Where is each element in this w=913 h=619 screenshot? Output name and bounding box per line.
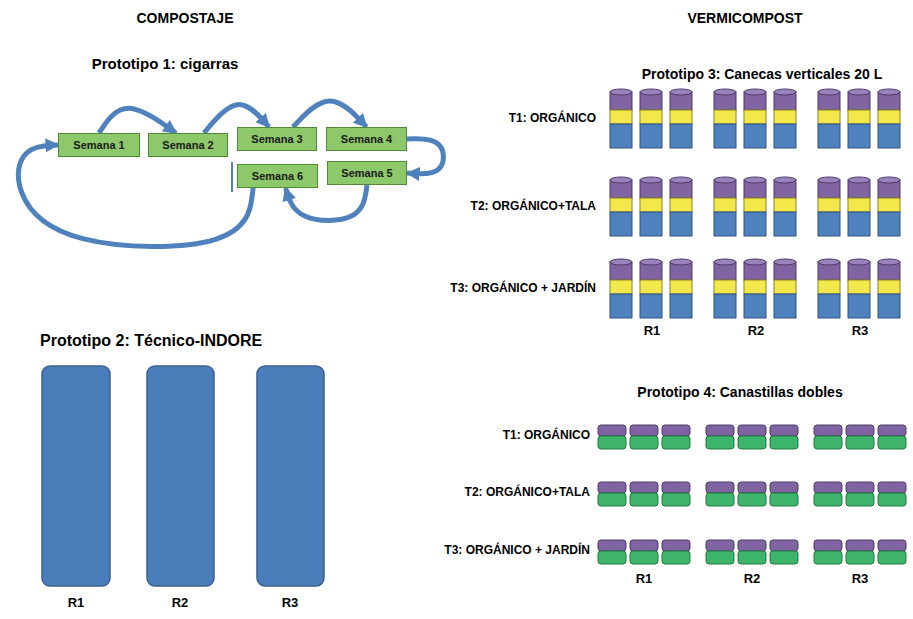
treatment-label: T3: ORGÁNICO + JARDÍN	[444, 544, 590, 558]
cycle-arrow	[293, 101, 367, 127]
double-basket	[598, 482, 626, 506]
double-basket	[846, 482, 874, 506]
vermi-bin	[848, 177, 870, 236]
replicate-label: R2	[172, 596, 189, 611]
week-box: Semana 3	[237, 127, 317, 151]
double-basket	[706, 425, 734, 449]
vermi-bin	[714, 89, 736, 148]
week-box: Semana 4	[326, 127, 407, 151]
week-box: Semana 1	[58, 133, 140, 157]
replicate-label: R2	[748, 324, 765, 339]
double-basket	[630, 482, 658, 506]
week-label: Semana 4	[341, 133, 392, 145]
compost-pile	[42, 366, 110, 586]
section-title: COMPOSTAJE	[137, 10, 234, 26]
compost-pile	[147, 366, 214, 586]
vermi-bin	[774, 89, 796, 148]
double-basket	[598, 540, 626, 564]
replicate-label: R3	[852, 324, 869, 339]
double-basket	[770, 425, 798, 449]
vermi-bin	[714, 177, 736, 236]
vermi-bin	[670, 259, 692, 318]
replicate-label: R3	[852, 572, 869, 587]
replicate-label: R2	[744, 572, 761, 587]
vermi-bin	[774, 259, 796, 318]
vermi-bin	[640, 259, 662, 318]
vermi-bin	[878, 89, 900, 148]
vermi-bin	[640, 177, 662, 236]
treatment-label: T2: ORGÁNICO+TALA	[465, 486, 590, 500]
vermi-bin	[848, 89, 870, 148]
cycle-arrow	[99, 108, 176, 133]
double-basket	[814, 425, 842, 449]
double-basket	[630, 540, 658, 564]
vermi-bin	[744, 89, 766, 148]
vermi-bin	[818, 259, 840, 318]
divider-line	[231, 162, 233, 192]
vermi-bin	[878, 177, 900, 236]
treatment-label: T1: ORGÁNICO	[503, 429, 590, 443]
vermi-bin	[640, 89, 662, 148]
prototype-title: Prototipo 1: cigarras	[92, 55, 239, 72]
week-box: Semana 2	[148, 133, 228, 157]
double-basket	[738, 540, 766, 564]
double-basket	[814, 482, 842, 506]
replicate-label: R1	[68, 596, 85, 611]
double-basket	[878, 482, 906, 506]
double-basket	[706, 482, 734, 506]
cycle-arrow	[18, 145, 253, 247]
cycle-arrow	[407, 139, 443, 174]
prototype-title: Prototipo 3: Canecas verticales 20 L	[642, 66, 882, 82]
week-box: Semana 6	[237, 164, 318, 188]
double-basket	[878, 540, 906, 564]
week-label: Semana 5	[341, 167, 392, 179]
week-label: Semana 3	[251, 133, 302, 145]
vermi-bin	[818, 177, 840, 236]
section-title: VERMICOMPOST	[687, 10, 802, 26]
vermi-bin	[744, 177, 766, 236]
prototype-title: Prototipo 4: Canastillas dobles	[637, 384, 842, 400]
vermi-bin	[670, 177, 692, 236]
double-basket	[598, 425, 626, 449]
vermi-bin	[848, 259, 870, 318]
double-basket	[662, 425, 690, 449]
cycle-arrow	[286, 185, 367, 221]
treatment-label: T3: ORGÁNICO + JARDÍN	[450, 282, 596, 296]
vermi-bin	[818, 89, 840, 148]
double-basket	[738, 482, 766, 506]
prototype-title: Prototipo 2: Técnico-INDORE	[40, 332, 262, 350]
double-basket	[662, 482, 690, 506]
vermi-bin	[610, 259, 632, 318]
week-label: Semana 2	[162, 139, 213, 151]
double-basket	[706, 540, 734, 564]
vermi-bin	[610, 177, 632, 236]
double-basket	[846, 540, 874, 564]
week-label: Semana 6	[252, 170, 303, 182]
week-box: Semana 5	[327, 161, 407, 185]
week-label: Semana 1	[73, 139, 124, 151]
replicate-label: R1	[644, 324, 661, 339]
vermi-bin	[610, 89, 632, 148]
compost-pile	[257, 366, 324, 586]
double-basket	[770, 540, 798, 564]
treatment-label: T2: ORGÁNICO+TALA	[471, 200, 596, 214]
treatment-label: T1: ORGÁNICO	[509, 112, 596, 126]
double-basket	[738, 425, 766, 449]
vermi-bin	[670, 89, 692, 148]
double-basket	[770, 482, 798, 506]
double-basket	[630, 425, 658, 449]
vermi-bin	[774, 177, 796, 236]
double-basket	[878, 425, 906, 449]
vermi-bin	[714, 259, 736, 318]
double-basket	[662, 540, 690, 564]
double-basket	[814, 540, 842, 564]
replicate-label: R1	[636, 572, 653, 587]
double-basket	[846, 425, 874, 449]
vermi-bin	[744, 259, 766, 318]
replicate-label: R3	[282, 596, 299, 611]
vermi-bin	[878, 259, 900, 318]
